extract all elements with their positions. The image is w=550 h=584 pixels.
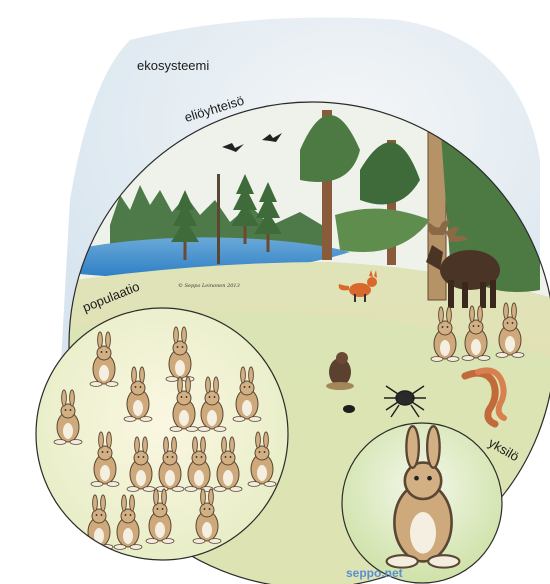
individual-circle xyxy=(342,423,502,583)
population-circle xyxy=(36,308,288,560)
ecosystem-label: ekosysteemi xyxy=(137,58,209,73)
beetle-icon xyxy=(343,405,355,413)
dead-tree xyxy=(217,174,220,264)
artist-signature: © Seppo Leinonen 2013 xyxy=(178,283,240,289)
credit-link[interactable]: seppo.net xyxy=(346,566,403,580)
